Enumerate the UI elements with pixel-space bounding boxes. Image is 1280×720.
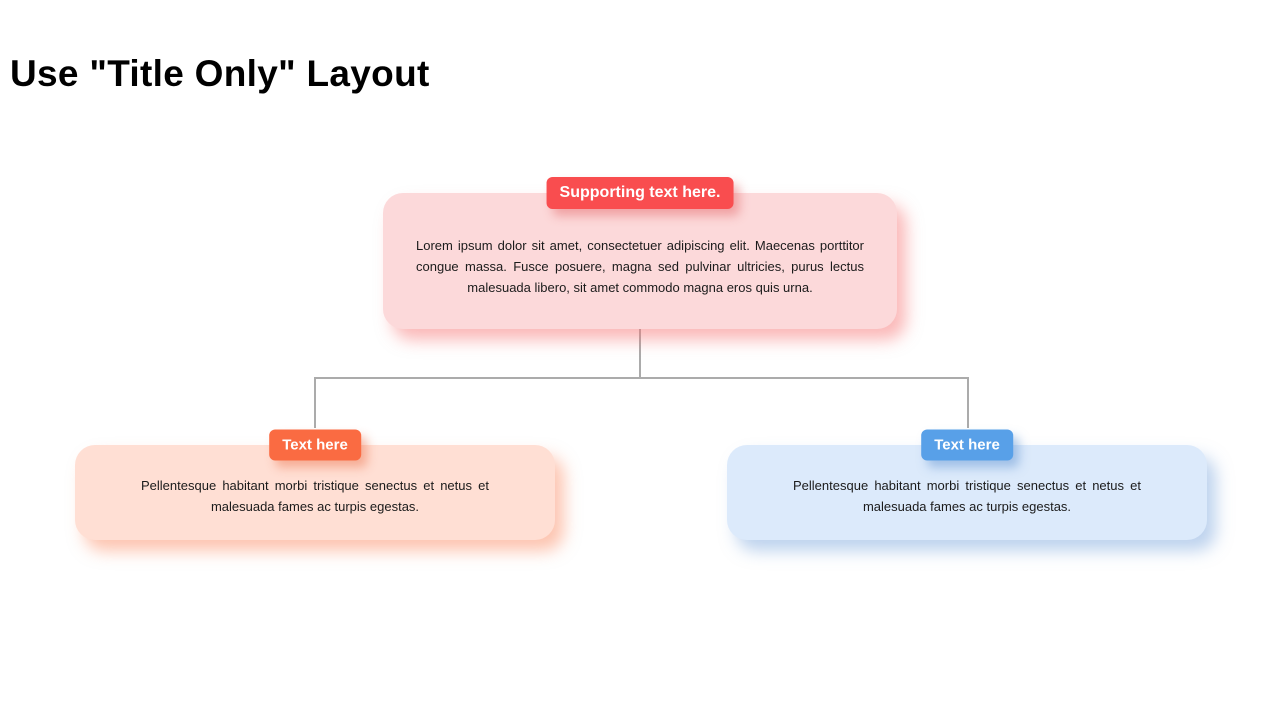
connector-left-drop xyxy=(314,379,316,428)
child-node-left-body: Pellentesque habitant morbi tristique se… xyxy=(141,478,489,514)
child-node-right-badge: Text here xyxy=(921,429,1013,461)
connector-horizontal xyxy=(314,377,969,379)
connector-right-drop xyxy=(967,379,969,428)
root-node-badge: Supporting text here. xyxy=(546,177,734,209)
child-node-right: Text here Pellentesque habitant morbi tr… xyxy=(727,429,1207,540)
child-node-left: Text here Pellentesque habitant morbi tr… xyxy=(75,429,555,540)
page-title: Use "Title Only" Layout xyxy=(10,53,430,94)
child-node-left-badge: Text here xyxy=(269,429,361,461)
root-node: Supporting text here. Lorem ipsum dolor … xyxy=(383,177,897,329)
connector-root-drop xyxy=(639,329,641,378)
child-node-left-card: Pellentesque habitant morbi tristique se… xyxy=(75,445,555,540)
child-node-right-body: Pellentesque habitant morbi tristique se… xyxy=(793,478,1141,514)
root-node-card: Lorem ipsum dolor sit amet, consectetuer… xyxy=(383,193,897,329)
child-node-right-card: Pellentesque habitant morbi tristique se… xyxy=(727,445,1207,540)
root-node-body: Lorem ipsum dolor sit amet, consectetuer… xyxy=(416,238,864,295)
